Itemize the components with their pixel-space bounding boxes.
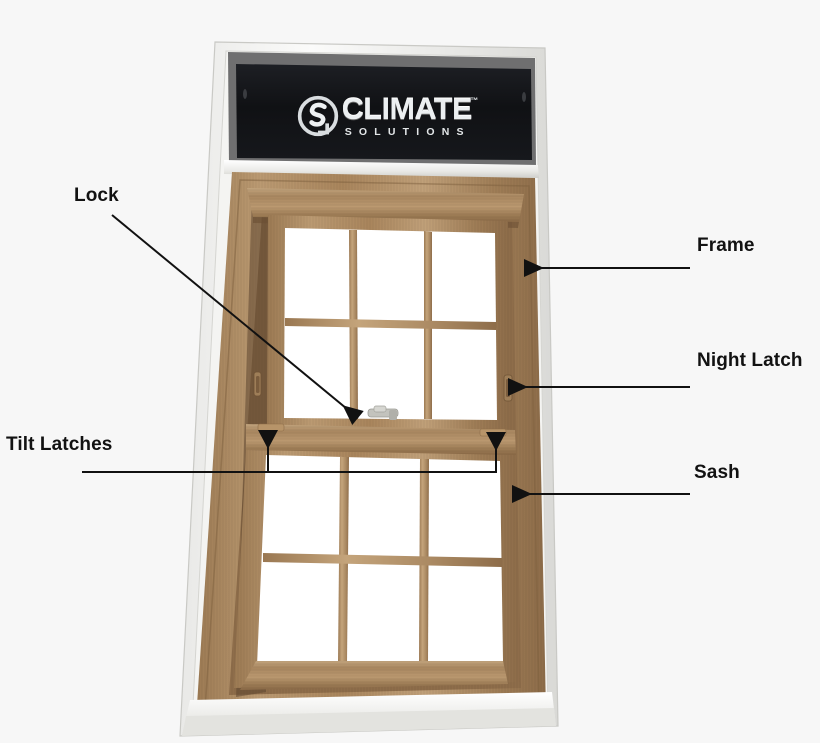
window-unit	[179, 41, 559, 737]
annotation-label-tilt-latches: Tilt Latches	[6, 434, 113, 455]
lock-leader	[111, 214, 364, 425]
night-latch-hardware-left	[253, 371, 262, 397]
annotation-label-lock: Lock	[74, 185, 119, 206]
annotation-label-frame: Frame	[697, 235, 755, 256]
annotation-label-sash: Sash	[694, 462, 740, 483]
tilt-latch-right	[479, 428, 507, 437]
tilt-latch-left	[257, 423, 285, 432]
lock-hardware	[367, 405, 399, 420]
upper-sash	[267, 215, 510, 432]
header-sign-panel	[236, 64, 532, 160]
upper-muntin-h1	[285, 318, 496, 330]
annotation-lines	[82, 214, 690, 503]
sign-screw-right	[522, 92, 526, 102]
lower-muntin-h1	[263, 553, 502, 567]
lower-sash	[234, 423, 520, 690]
bottom-sill-edge	[182, 708, 556, 736]
annotation-label-night-latch: Night Latch	[697, 350, 803, 371]
sign-screw-left	[243, 89, 247, 99]
